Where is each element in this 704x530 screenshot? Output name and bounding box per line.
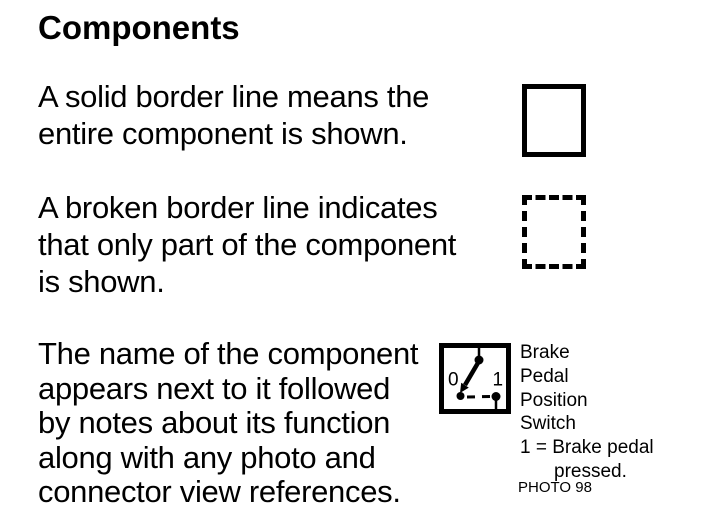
- text-line: appears next to it followed: [38, 370, 391, 406]
- switch-position-1-label: 1: [493, 370, 504, 391]
- component-name-line: Switch: [520, 413, 576, 435]
- broken-border-component-symbol: [522, 195, 586, 269]
- component-note-line: pressed.: [554, 460, 627, 482]
- component-note-line: 1 = Brake pedal: [520, 437, 654, 459]
- switch-arm: [463, 360, 481, 387]
- brake-pedal-position-switch-icon: 0 1: [439, 343, 511, 414]
- switch-travel-dashed-line: [466, 395, 491, 399]
- text-line: is shown.: [38, 264, 165, 299]
- text-line: by notes about its function: [38, 405, 391, 441]
- text-line: A broken border line indicates: [38, 190, 438, 225]
- solid-border-component-symbol: [522, 84, 586, 157]
- page-title: Components: [38, 9, 240, 46]
- component-name-line: Position: [520, 389, 588, 411]
- text-line: that only part of the component: [38, 227, 457, 262]
- component-name-line: Pedal: [520, 365, 569, 387]
- switch-arm-arrowhead: [460, 382, 469, 393]
- solid-border-paragraph: A solid border line means the entire com…: [38, 78, 429, 152]
- component-name-line: Brake: [520, 342, 570, 363]
- switch-border-box: [439, 343, 511, 414]
- switch-contact-0-dot: [456, 392, 465, 400]
- text-line: A solid border line means the: [38, 79, 430, 114]
- photo-reference: PHOTO 98: [518, 479, 592, 496]
- text-line: entire component is shown.: [38, 116, 408, 151]
- component-name-paragraph: The name of the component appears next t…: [38, 336, 419, 510]
- switch-position-0-label: 0: [448, 370, 459, 391]
- broken-border-paragraph: A broken border line indicates that only…: [38, 189, 456, 300]
- text-line: The name of the component: [38, 336, 419, 371]
- text-line: along with any photo and: [38, 439, 376, 475]
- text-line: connector view references.: [38, 474, 401, 510]
- component-annotation: Brake Pedal Position Switch 1 = Brake pe…: [520, 341, 654, 484]
